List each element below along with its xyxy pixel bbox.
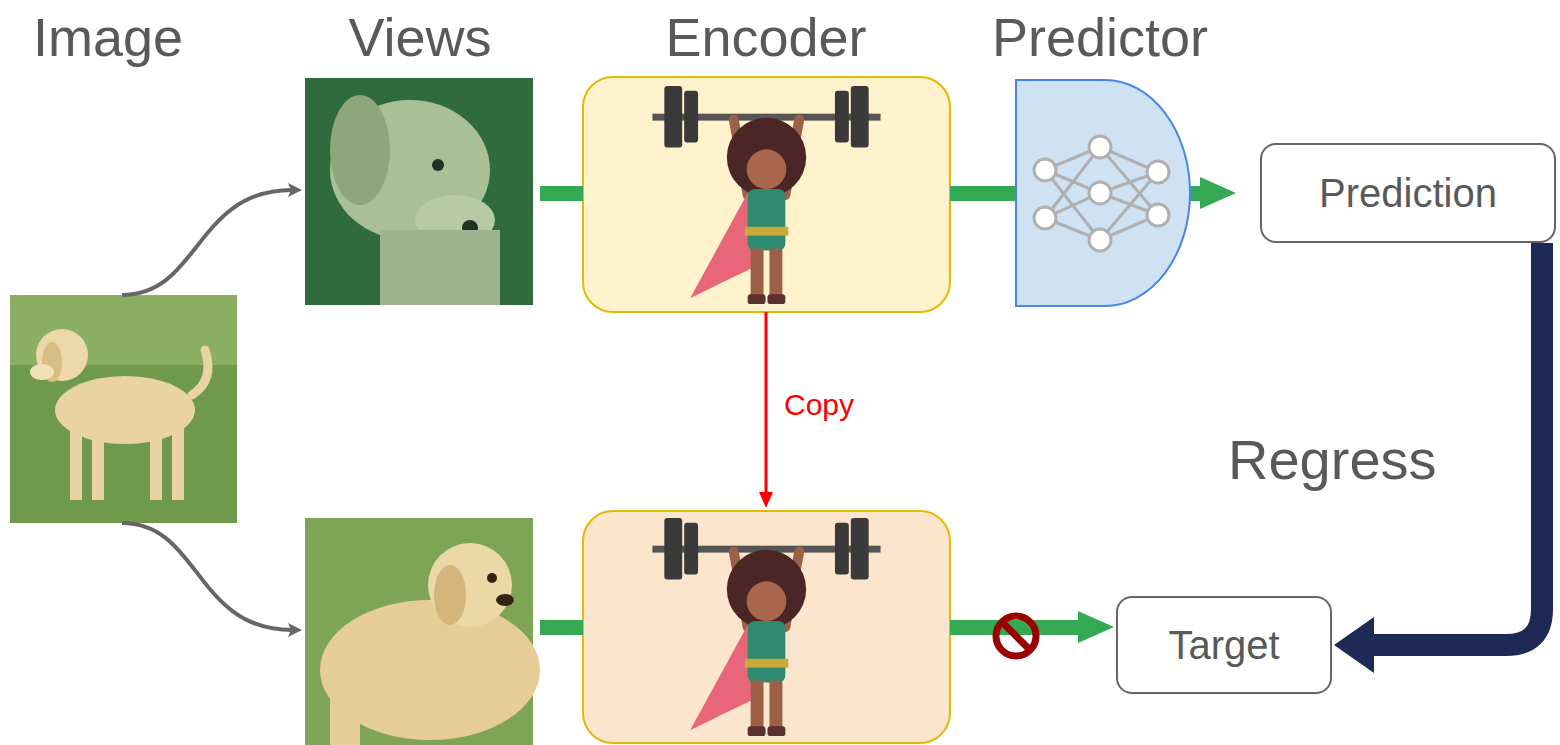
box-text: Target bbox=[1168, 622, 1279, 668]
edge-label: Regress bbox=[1228, 428, 1437, 492]
column-heading: Image bbox=[33, 6, 183, 68]
column-heading: Views bbox=[348, 6, 491, 68]
arrowhead bbox=[1334, 617, 1374, 673]
output-box: Target bbox=[1116, 596, 1332, 694]
copy-label: Copy bbox=[784, 388, 854, 423]
output-box: Prediction bbox=[1260, 143, 1556, 243]
box-text: Prediction bbox=[1319, 170, 1497, 216]
column-heading: Encoder bbox=[665, 6, 866, 68]
column-heading: Predictor bbox=[992, 6, 1208, 68]
